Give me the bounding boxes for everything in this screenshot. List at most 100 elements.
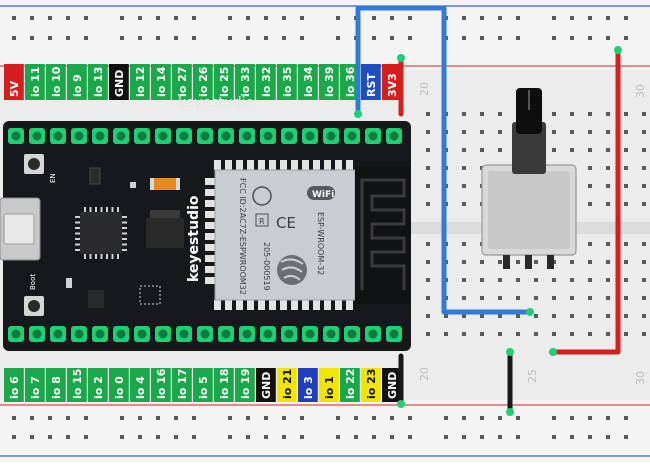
- hole: [624, 36, 628, 40]
- hole: [534, 278, 538, 282]
- hole: [624, 130, 628, 134]
- top-pin-label: io 25: [218, 67, 231, 97]
- r-mark: R: [259, 217, 265, 226]
- hole: [282, 36, 286, 40]
- hole: [516, 296, 520, 300]
- top-pin-label: RST: [365, 73, 378, 97]
- chip-leg: [75, 238, 80, 240]
- top-pin-label-box: [277, 64, 297, 100]
- chip-leg: [111, 254, 114, 259]
- header-pin-hole: [32, 329, 42, 339]
- en-button-cap[interactable]: [28, 158, 40, 170]
- hole: [426, 130, 430, 134]
- hole: [588, 260, 592, 264]
- chip-leg: [122, 249, 127, 251]
- top-pin-label: io 13: [92, 67, 105, 97]
- header-pin-hole: [242, 131, 252, 141]
- hole: [606, 242, 610, 246]
- top-pin-label-box: [235, 64, 255, 100]
- wire-end-black-1: [506, 348, 514, 356]
- bottom-pin-label-box: [151, 368, 171, 402]
- hole: [84, 416, 88, 420]
- hole: [588, 314, 592, 318]
- hole: [246, 435, 250, 439]
- hole: [552, 332, 556, 336]
- boot-label: Boot: [29, 274, 37, 290]
- r-mark-box: [255, 213, 269, 227]
- module-pad: [280, 300, 287, 310]
- header-pin-hole: [221, 131, 231, 141]
- hole: [354, 416, 358, 420]
- chip-leg: [95, 254, 97, 259]
- regulator-chip: [146, 218, 184, 248]
- bottom-pin-label: GND: [260, 372, 273, 399]
- wire-blue-top[interactable]: [355, 5, 533, 315]
- potentiometer[interactable]: [481, 88, 577, 269]
- chip-leg: [122, 227, 127, 229]
- hole: [480, 112, 484, 116]
- hole: [300, 435, 304, 439]
- hole: [624, 278, 628, 282]
- hole: [462, 148, 466, 152]
- chip-leg: [75, 221, 80, 224]
- bottom-pin-label: io 23: [365, 369, 378, 399]
- hole: [480, 130, 484, 134]
- boot-button-cap[interactable]: [28, 300, 40, 312]
- pot-inner: [488, 171, 570, 249]
- bottom-pin-label: io 21: [281, 369, 294, 399]
- wire-red-pot[interactable]: [550, 47, 621, 355]
- hole: [606, 260, 610, 264]
- hole: [336, 16, 340, 20]
- hole: [588, 435, 592, 439]
- hole: [588, 16, 592, 20]
- hole: [84, 36, 88, 40]
- top-pin-label-box: [88, 64, 108, 100]
- usb-uart-chip-legs: [75, 207, 127, 259]
- hole: [498, 112, 502, 116]
- small-transistor: [88, 290, 104, 308]
- hole: [426, 296, 430, 300]
- hole: [606, 148, 610, 152]
- hole: [408, 16, 412, 20]
- hole: [174, 36, 178, 40]
- module-pad: [280, 160, 287, 170]
- hole: [516, 314, 520, 318]
- pot-shaft[interactable]: [516, 88, 542, 134]
- hole: [336, 36, 340, 40]
- hole: [354, 435, 358, 439]
- hole: [606, 166, 610, 170]
- header-pin-hole: [389, 131, 399, 141]
- hole: [552, 314, 556, 318]
- hole: [588, 184, 592, 188]
- hole: [156, 16, 160, 20]
- top-pin-label: io 32: [260, 67, 273, 97]
- hole: [606, 416, 610, 420]
- hole: [282, 416, 286, 420]
- chip-leg: [84, 207, 86, 212]
- hole: [516, 260, 520, 264]
- hole: [642, 296, 646, 300]
- top-pin-label: io 12: [134, 67, 147, 97]
- hole: [498, 16, 502, 20]
- module-pads: [205, 160, 353, 310]
- hole: [462, 16, 466, 20]
- header-pin-hole: [368, 329, 378, 339]
- bottom-pin-label-box: [67, 368, 87, 402]
- hole: [624, 148, 628, 152]
- hole: [588, 112, 592, 116]
- hole: [624, 296, 628, 300]
- hole: [642, 202, 646, 206]
- module-pad: [302, 160, 309, 170]
- module-pad: [205, 244, 215, 251]
- spiral-logo-lines: [280, 258, 304, 281]
- bb-number-20-top: 20: [418, 82, 431, 96]
- hole: [426, 202, 430, 206]
- hole: [570, 296, 574, 300]
- hole: [462, 130, 466, 134]
- regulator-tab: [150, 210, 180, 218]
- hole: [480, 278, 484, 282]
- hole: [480, 16, 484, 20]
- hole: [120, 36, 124, 40]
- hole: [624, 112, 628, 116]
